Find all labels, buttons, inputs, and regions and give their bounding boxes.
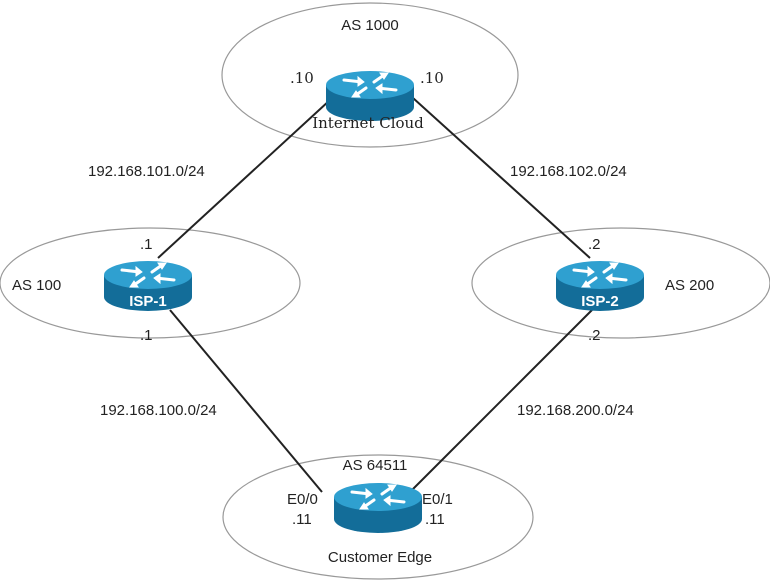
as200-zone	[471, 227, 770, 339]
link-isp2-ce	[409, 309, 593, 493]
as100-label: AS 100	[12, 277, 61, 294]
as64511-zone	[222, 454, 534, 580]
customer-edge-router-icon	[334, 483, 422, 533]
subnet-label: 192.168.102.0/24	[510, 163, 627, 180]
link-internet-isp2	[412, 97, 591, 259]
isp-1-router-icon	[104, 261, 192, 311]
address-label: .11	[292, 511, 312, 528]
as200-label: AS 200	[665, 277, 714, 294]
subnet-label: 192.168.101.0/24	[88, 163, 205, 180]
address-label: .10	[290, 69, 314, 87]
address-label: .10	[420, 69, 444, 87]
subnet-label: 192.168.100.0/24	[100, 402, 217, 419]
as1000-zone	[221, 2, 519, 148]
as100-zone	[0, 227, 301, 339]
isp-2-label: ISP-2	[581, 293, 619, 310]
address-label: .11	[425, 511, 445, 528]
address-label: .1	[140, 236, 153, 253]
address-label: .1	[140, 327, 153, 344]
customer-edge-label: Customer Edge	[328, 549, 432, 566]
address-label: .2	[588, 236, 601, 253]
internet-cloud-router-icon	[326, 71, 414, 121]
as1000-label: AS 1000	[341, 17, 399, 34]
address-label: .2	[588, 327, 601, 344]
subnet-label: 192.168.200.0/24	[517, 402, 634, 419]
isp-2-router-icon	[556, 261, 644, 311]
link-internet-isp1	[157, 99, 331, 259]
isp-1-label: ISP-1	[129, 293, 167, 310]
link-isp1-ce	[169, 309, 323, 493]
as64511-label: AS 64511	[343, 457, 408, 474]
interface-label: E0/0	[287, 491, 318, 508]
interface-label: E0/1	[422, 491, 453, 508]
internet-cloud-label: Internet Cloud	[312, 114, 424, 132]
